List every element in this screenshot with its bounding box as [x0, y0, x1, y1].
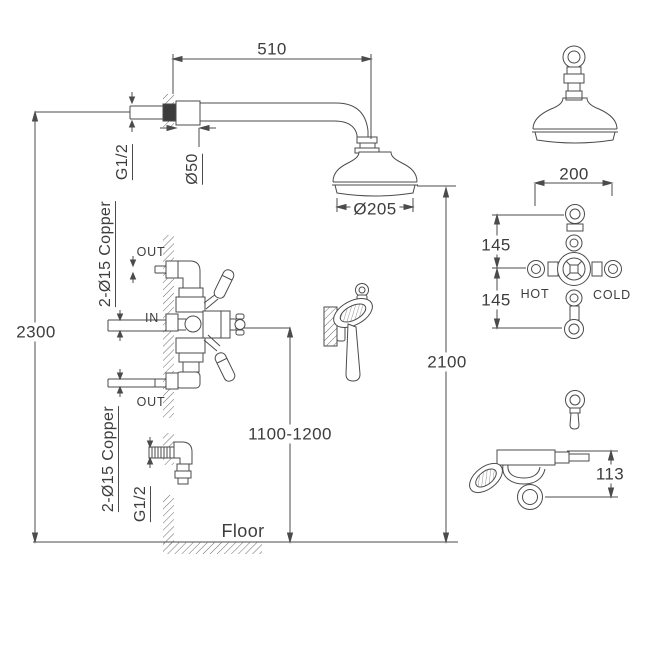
label-out-upper: OUT [136, 244, 166, 259]
dim-valve-width: 200 [559, 164, 589, 184]
dim-head-diameter: Ø205 [350, 199, 400, 219]
label-floor: Floor [221, 521, 265, 541]
dim-arm-length: 510 [257, 39, 287, 59]
label-arm-thread: G1/2 [114, 143, 133, 181]
label-hot: HOT [520, 286, 550, 301]
floor-hatch [163, 542, 262, 554]
dim-overall-height: 2300 [13, 322, 59, 342]
dim-valve-height: 1100-1200 [245, 424, 335, 444]
label-supply-lower: 2-Ø15 Copper [100, 405, 119, 513]
detail-handset-cradle [469, 390, 590, 510]
thermostatic-valve-side [107, 260, 246, 390]
dim-valve-upper-offset: 145 [478, 235, 514, 255]
detail-valve-front [527, 204, 622, 339]
label-in: IN [144, 310, 160, 325]
detail-shower-head-front [532, 45, 618, 144]
dim-valve-lower-offset: 145 [478, 290, 514, 310]
label-supply-upper: 2-Ø15 Copper [97, 200, 116, 308]
handset-bracket [323, 283, 373, 382]
label-out-lower: OUT [136, 394, 166, 409]
label-outlet-thread: G1/2 [132, 485, 151, 523]
label-cold: COLD [593, 287, 631, 302]
shower-arm [35, 100, 380, 154]
shower-head-main [332, 151, 418, 197]
outlet-elbow [148, 441, 193, 485]
dim-head-height: 2100 [424, 352, 470, 372]
label-flange-diameter: Ø50 [184, 153, 203, 185]
dim-cradle-height: 113 [592, 464, 628, 484]
